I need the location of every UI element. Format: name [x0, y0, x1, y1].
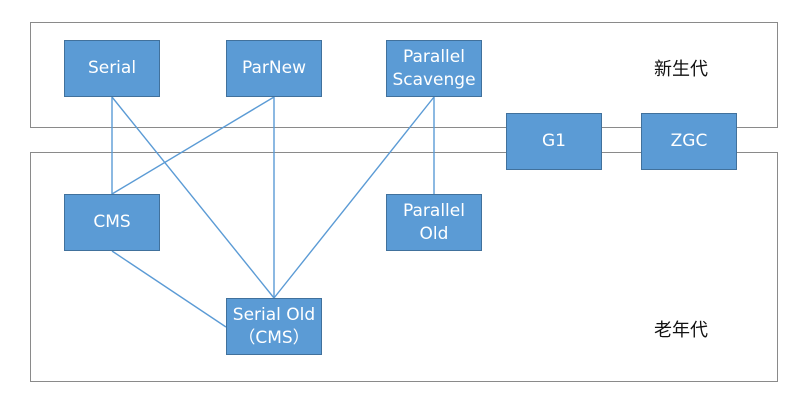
link-parnew-to-cms — [111, 96, 275, 195]
link-parallel-scavenge-to-serial-old — [273, 96, 435, 299]
parallel-old-collector: Parallel Old — [386, 194, 482, 251]
young-generation-label: 新生代 — [654, 59, 708, 80]
serial-old-collector: Serial Old （CMS） — [226, 298, 322, 355]
g1-collector: G1 — [506, 113, 602, 170]
serial-collector: Serial — [64, 40, 160, 97]
old-generation-label: 老年代 — [654, 320, 708, 341]
link-cms-to-serial-old — [111, 250, 227, 328]
parnew-collector: ParNew — [226, 40, 322, 97]
cms-collector: CMS — [64, 194, 160, 251]
parallel-scavenge-collector: Parallel Scavenge — [386, 40, 482, 97]
zgc-collector: ZGC — [641, 113, 737, 170]
old-generation-region — [30, 152, 778, 382]
link-serial-to-serial-old — [111, 96, 275, 299]
